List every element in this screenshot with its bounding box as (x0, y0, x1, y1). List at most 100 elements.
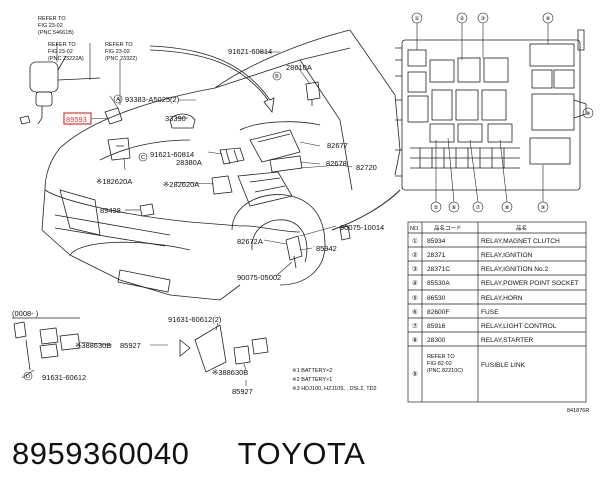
circle-letter-d: D (26, 374, 30, 380)
legend-row-1-name: RELAY,MAGNET CLUTCH (481, 238, 560, 245)
legend-table (407, 221, 587, 403)
legend-row-4-name: RELAY,POWER POINT SOCKET (481, 280, 579, 287)
legend-row-7-no: ⑦ (412, 322, 418, 330)
reference-circle-letters: A B C D (26, 74, 279, 380)
part-93383-label: 93383-A5025(2) (125, 95, 180, 104)
part-89438-label: 89438 (100, 206, 121, 215)
part-82678-label: 82678 (326, 159, 347, 168)
refer-left-2-line-2: FIG 23-02 (48, 49, 73, 55)
callout-labels: REFER TO FIG 23-02 (PNC 54661B) REFER TO… (38, 16, 137, 62)
relay-box-number-9c: ⑨ (541, 204, 546, 211)
highlighted-part-box (63, 112, 92, 125)
note-1: ※1 BATTERY×2 (292, 367, 332, 374)
legend-row-4-no: ④ (412, 279, 418, 287)
relay-box-number-2: ② (460, 15, 465, 22)
legend-row-2-name: RELAY,IGNITION (481, 252, 533, 259)
legend-row-9-refer-3: (PNC 82210C) (427, 368, 463, 374)
legend-row-3-name: RELAY,IGNITION No.2 (481, 266, 549, 273)
legend-header-no: NO. (410, 226, 420, 232)
relay-box-number-labels: ① ② ③ ⑨ ⑨ ⑤ ⑥ ⑦ ⑧ ⑨ (415, 15, 591, 211)
part-91631a-label: 91631-60612 (42, 373, 86, 382)
refer-left-1-line-2: FIG 23-02 (38, 23, 63, 29)
legend-row-3-code: 28371C (427, 266, 450, 273)
part-282620a-label: ※282620A (163, 180, 199, 189)
refer-left-3-line-3: (PNC 23322) (105, 56, 137, 62)
refer-left-2-line-3: (PNC 23222A) (48, 56, 84, 62)
legend-row-7-code: 85916 (427, 323, 446, 330)
part-182620a-label: ※182620A (96, 177, 132, 186)
relay-box-number-7: ⑦ (476, 204, 481, 211)
part-82720-label: 82720 (356, 163, 377, 172)
part-85942-label: 85942 (316, 244, 337, 253)
part-91621a-label: 91621-60814 (228, 47, 272, 56)
relay-box-number-8: ⑧ (505, 204, 510, 211)
refer-left-3-line-2: FIG 23-02 (105, 49, 130, 55)
relay-box-diagram (395, 29, 587, 191)
refer-left-2-line-1: REFER TO (48, 42, 76, 48)
part-90075b-label: 90075-05002 (237, 273, 281, 282)
legend-row-9-name: FUSIBLE LINK (481, 362, 526, 369)
legend-row-5-no: ⑤ (412, 294, 418, 302)
figure-code: 841876R (567, 408, 589, 414)
legend-row-3-no: ③ (412, 265, 418, 273)
legend-row-5-code: 86530 (427, 295, 446, 302)
part-388630b-left-label: ※388630B (75, 341, 111, 350)
legend-header-code: 品名コード (434, 224, 462, 232)
legend-row-9-refer-1: REFER TO (427, 354, 455, 360)
legend-row-8-name: RELAY,STARTER (481, 337, 534, 344)
part-85927-left-label: 85927 (120, 341, 141, 350)
caption-brand: TOYOTA (237, 436, 366, 471)
relay-box-number-9: ⑨ (546, 15, 551, 22)
part-91621b-label: 91621-60814 (150, 150, 194, 159)
legend-row-6-name: FUSE (481, 309, 499, 316)
part-caption: 8959360040 TOYOTA (12, 436, 365, 472)
relay-box-number-1: ① (415, 15, 420, 22)
part-388630b-right-label: ※388630B (212, 368, 248, 377)
part-28610a-label: 28610A (286, 63, 312, 72)
relay-box-number-3: ③ (481, 15, 486, 22)
reservoir-tank (19, 55, 101, 125)
refer-left-1-line-1: REFER TO (38, 16, 66, 22)
part-33390-label: 33390 (165, 114, 186, 123)
footnotes: ※1 BATTERY×2 ※2 BATTERY×1 ※3 HDJ100, HZJ… (292, 367, 589, 414)
relay-box-numbers (411, 12, 594, 213)
reference-circles (23, 71, 282, 381)
part-82672a-label: 82672A (237, 237, 263, 246)
part-number-labels: 89593 93383-A5025(2) 91621-60814 28610A … (12, 47, 384, 396)
legend-row-2-code: 28371 (427, 252, 446, 259)
circle-letter-b: B (275, 74, 279, 80)
legend-row-6-code: 82600F (427, 309, 449, 316)
legend-row-5-name: RELAY,HORN (481, 295, 523, 302)
part-0008-label: (0008- ) (12, 309, 39, 318)
legend-row-8-no: ⑧ (412, 336, 418, 344)
relay-box-number-6: ⑥ (452, 204, 457, 211)
refer-left-1-line-3: (PNC 54661B) (38, 30, 74, 36)
arrows (149, 45, 401, 231)
legend-row-9-refer-2: FIG 82-02 (427, 361, 452, 367)
circle-letter-c: C (141, 155, 145, 161)
legend-row-7-name: RELAY,LIGHT CONTROL (481, 323, 557, 330)
part-82677-label: 82677 (327, 141, 348, 150)
part-90075a-label: 90075-10014 (340, 223, 384, 232)
part-89593-label: 89593 (66, 115, 87, 124)
vehicle-outline (41, 29, 401, 301)
bottom-left-relay-group (12, 317, 269, 373)
legend-row-2-no: ② (412, 251, 418, 259)
legend-row-8-code: 28300 (427, 337, 446, 344)
legend-row-6-no: ⑥ (412, 308, 418, 316)
legend-header-name: 品名 (516, 224, 527, 232)
legend-row-1-no: ① (412, 237, 418, 245)
part-85927-right-label: 85927 (232, 387, 253, 396)
circle-letter-a: A (116, 97, 120, 103)
note-3: ※3 HDJ100, HZJ105, , DSL2, TD2 (292, 385, 377, 392)
relay-components-center (104, 81, 351, 269)
legend-row-1-code: 85934 (427, 238, 446, 245)
legend-row-9-no: ⑨ (412, 370, 418, 378)
caption-part-number: 8959360040 (12, 436, 190, 471)
legend-table-text: NO. 品名コード 品名 ① 85934 RELAY,MAGNET CLUTCH… (410, 224, 579, 378)
legend-row-4-code: 85530A (427, 280, 450, 287)
part-91631b-label: 91631-60612(2) (168, 315, 222, 324)
part-28380a-label: 28380A (176, 158, 202, 167)
